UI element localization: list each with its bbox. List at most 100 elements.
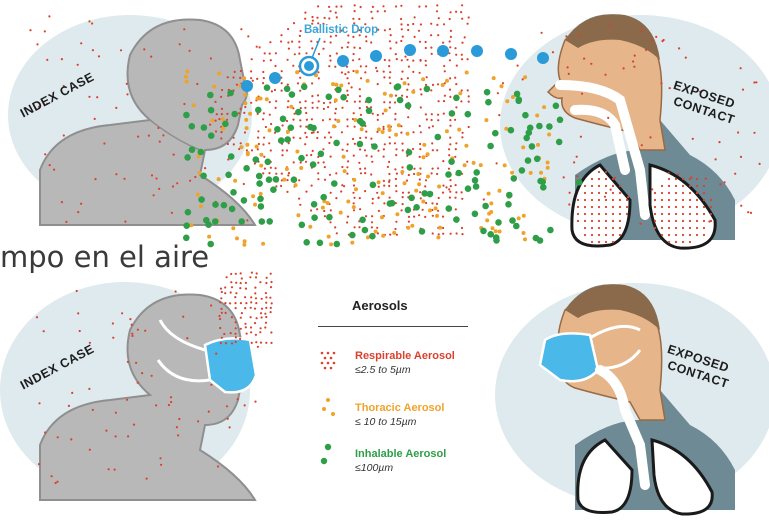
respirable-particle — [250, 307, 252, 309]
respirable-particle — [293, 161, 295, 163]
inhalable-particle — [465, 111, 472, 118]
inhalable-particle — [534, 156, 541, 163]
respirable-particle — [186, 337, 188, 339]
inhalable-particle — [222, 121, 229, 128]
respirable-particle — [219, 318, 221, 320]
inhalable-particle — [320, 194, 327, 201]
respirable-particle — [280, 34, 282, 36]
inhalable-particle — [484, 89, 491, 96]
inhalable-particle — [357, 141, 364, 148]
respirable-particle — [227, 76, 229, 78]
thoracic-particle — [346, 200, 350, 204]
respirable-particle — [425, 179, 427, 181]
inhalable-particle — [231, 111, 238, 118]
respirable-particle — [298, 198, 300, 200]
respirable-particle — [352, 138, 354, 140]
respirable-particle — [196, 83, 198, 85]
respirable-particle — [354, 126, 356, 128]
respirable-particle — [148, 135, 150, 137]
respirable-particle — [449, 143, 451, 145]
lung-respirable-particle — [605, 227, 607, 229]
respirable-particle — [649, 136, 651, 138]
respirable-particle — [158, 188, 160, 190]
thoracic-particle — [245, 126, 249, 130]
respirable-particle — [318, 53, 320, 55]
inhalable-particle — [546, 123, 553, 130]
respirable-particle — [298, 179, 300, 181]
respirable-particle — [137, 329, 139, 331]
respirable-particle — [651, 40, 653, 42]
respirable-particle — [292, 119, 294, 121]
ballistic-drop — [337, 55, 349, 67]
respirable-particle — [226, 113, 228, 115]
respirable-particle — [401, 209, 403, 211]
respirable-particle — [502, 82, 504, 84]
respirable-particle — [364, 167, 366, 169]
lung-respirable-particle — [710, 199, 712, 201]
lung-respirable-particle — [675, 199, 677, 201]
respirable-particle — [467, 89, 469, 91]
respirable-particle — [328, 6, 330, 8]
thoracic-particle — [403, 81, 407, 85]
thoracic-particle — [246, 151, 250, 155]
lung-respirable-particle — [584, 185, 586, 187]
inhalable-particle — [487, 143, 494, 150]
respirable-particle — [461, 4, 463, 6]
respirable-particle — [353, 197, 355, 199]
respirable-particle — [250, 326, 252, 328]
inhalable-particle — [299, 222, 306, 229]
respirable-particle — [438, 197, 440, 199]
respirable-particle — [240, 317, 242, 319]
respirable-particle — [354, 4, 356, 6]
respirable-particle — [740, 205, 742, 207]
lung-respirable-particle — [605, 213, 607, 215]
lung-respirable-particle — [675, 206, 677, 208]
respirable-particle — [260, 342, 262, 344]
lung-respirable-particle — [682, 227, 684, 229]
thoracic-particle — [437, 185, 441, 189]
respirable-particle — [317, 94, 319, 96]
respirable-particle — [287, 84, 289, 86]
respirable-particle — [250, 301, 252, 303]
respirable-particle — [431, 119, 433, 121]
respirable-particle — [257, 346, 259, 348]
respirable-particle — [318, 77, 320, 79]
respirable-particle — [366, 155, 368, 157]
inhalable-particle — [506, 192, 513, 199]
respirable-particle — [252, 80, 254, 82]
inhalable-particle — [424, 86, 431, 93]
respirable-particle — [365, 215, 367, 217]
respirable-particle — [347, 216, 349, 218]
lung-respirable-particle — [668, 241, 670, 243]
respirable-particle — [80, 203, 82, 205]
respirable-particle — [275, 100, 277, 102]
thoracic-particle — [445, 79, 449, 83]
respirable-particle — [304, 12, 306, 14]
inhalable-particle — [255, 107, 262, 114]
lung-respirable-particle — [668, 206, 670, 208]
respirable-particle — [432, 168, 434, 170]
respirable-particle — [395, 154, 397, 156]
respirable-particle — [322, 48, 324, 50]
respirable-particle — [388, 185, 390, 187]
respirable-particle — [244, 404, 246, 406]
thoracic-particle — [457, 128, 461, 132]
respirable-particle — [461, 54, 463, 56]
inhalable-particle — [514, 91, 521, 98]
respirable-particle — [359, 208, 361, 210]
lung-respirable-particle — [696, 227, 698, 229]
respirable-particle — [353, 202, 355, 204]
respirable-particle — [316, 137, 318, 139]
respirable-particle — [377, 119, 379, 121]
respirable-particle — [400, 132, 402, 134]
respirable-particle — [753, 81, 755, 83]
respirable-particle — [172, 185, 174, 187]
respirable-particle — [360, 114, 362, 116]
thoracic-particle — [235, 236, 239, 240]
lung-respirable-particle — [612, 199, 614, 201]
respirable-particle — [353, 155, 355, 157]
respirable-particle — [468, 101, 470, 103]
thoracic-particle — [289, 105, 293, 109]
respirable-particle — [455, 54, 457, 56]
respirable-particle — [346, 166, 348, 168]
